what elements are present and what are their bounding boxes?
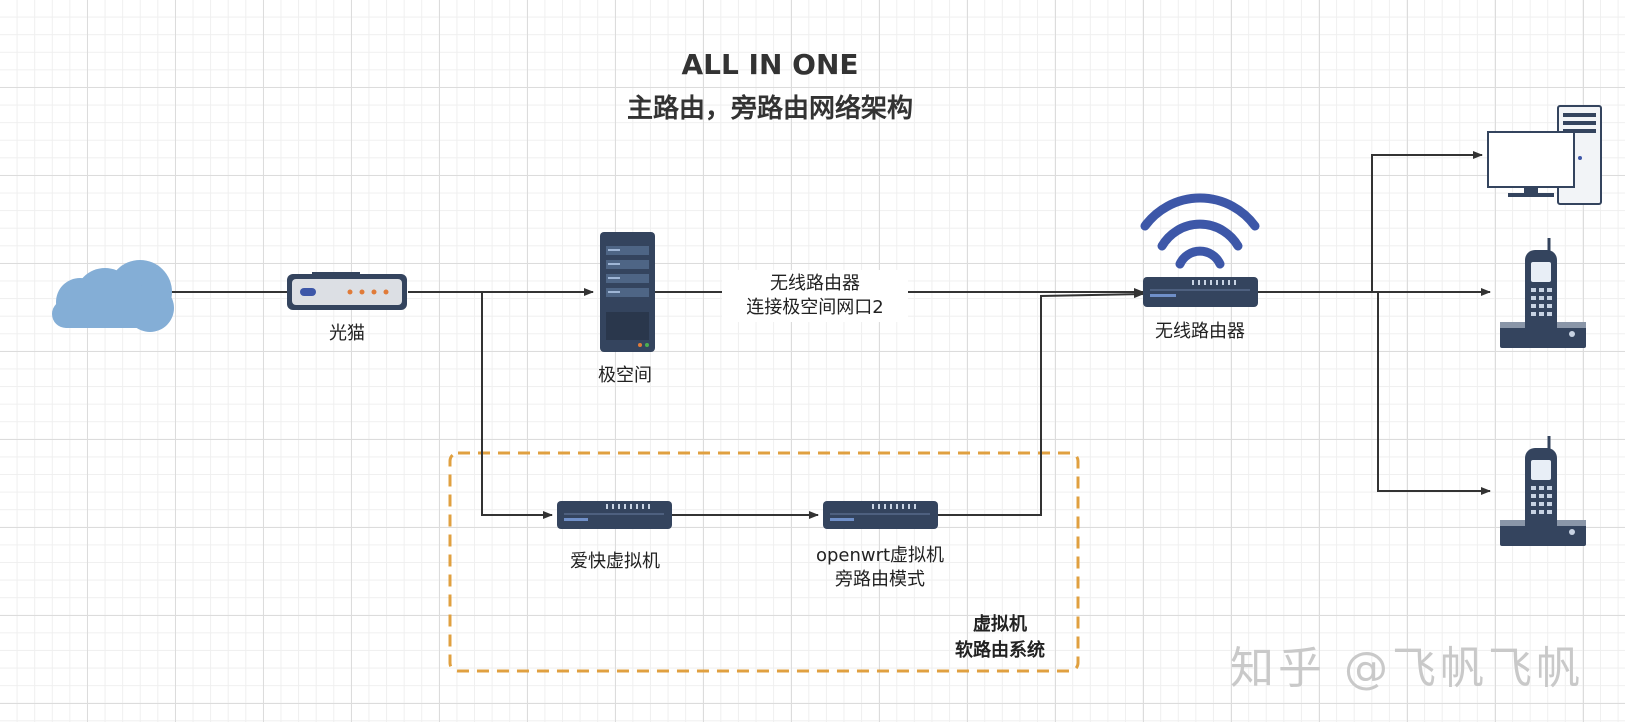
- vm-group-label-line1: 虚拟机: [973, 614, 1027, 635]
- internet-cloud-icon: [52, 260, 174, 332]
- vm-group-box: [448, 451, 1080, 673]
- modem-icon: [287, 272, 407, 310]
- vm-group-label: 虚拟机 软路由系统: [930, 612, 1070, 664]
- wireless-router-icon: [1143, 277, 1258, 307]
- diagram-subtitle: 主路由，旁路由网络架构: [626, 94, 913, 124]
- edge-label-line2: 连接极空间网口2: [746, 297, 884, 318]
- modem-label: 光猫: [329, 323, 365, 344]
- link-router-phone2: [1377, 292, 1491, 495]
- nas-server-icon: [600, 232, 655, 352]
- openwrt-vm-icon: [823, 501, 938, 529]
- watermark: 知乎 @飞帆飞帆: [1230, 643, 1584, 694]
- edge-label: 无线路由器 连接极空间网口2: [722, 270, 908, 322]
- link-router-pc: [1258, 151, 1483, 293]
- ikuai-vm-icon: [557, 501, 672, 529]
- cordless-phone-icon: [1500, 238, 1586, 348]
- openwrt-vm-label: openwrt虚拟机: [815, 545, 945, 566]
- diagram-title: ALL IN ONE: [681, 48, 859, 81]
- cordless-phone-icon: [1500, 436, 1586, 546]
- edge-label-line1: 无线路由器: [770, 273, 860, 294]
- nas-label: 极空间: [598, 365, 652, 386]
- link-openwrt-router: [938, 290, 1144, 516]
- ikuai-vm-label: 爱快虚拟机: [570, 551, 660, 572]
- desktop-computer-icon: [1487, 105, 1602, 205]
- openwrt-vm-mode-label: 旁路由模式: [835, 569, 925, 590]
- wifi-signal-icon: [1140, 193, 1260, 269]
- vm-group-label-line2: 软路由系统: [955, 640, 1045, 661]
- wireless-router-label: 无线路由器: [1155, 321, 1245, 342]
- link-modem-ikuai: [481, 292, 553, 519]
